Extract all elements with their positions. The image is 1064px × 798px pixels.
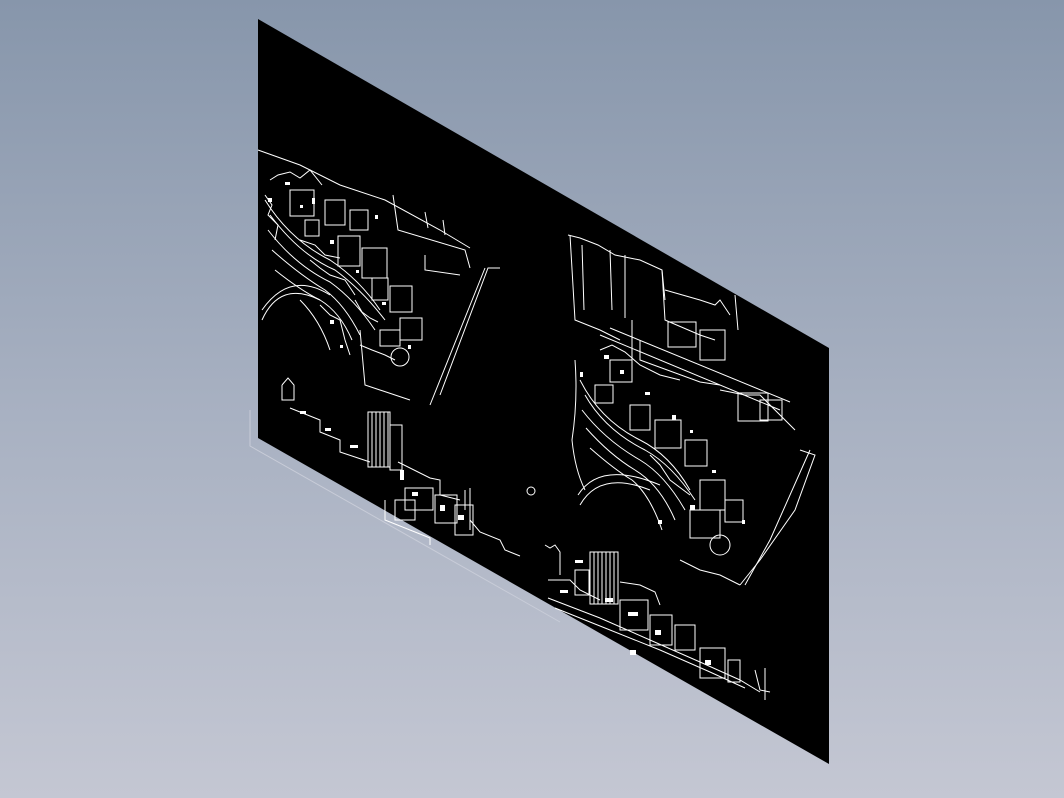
drawing-sheet [258,19,829,764]
left-site-plan [257,149,500,406]
left-elevation [281,377,521,557]
right-elevation [544,544,771,700]
sheet-edge-shadow [249,410,561,623]
right-site-plan [567,234,816,586]
center-marker [526,486,536,496]
